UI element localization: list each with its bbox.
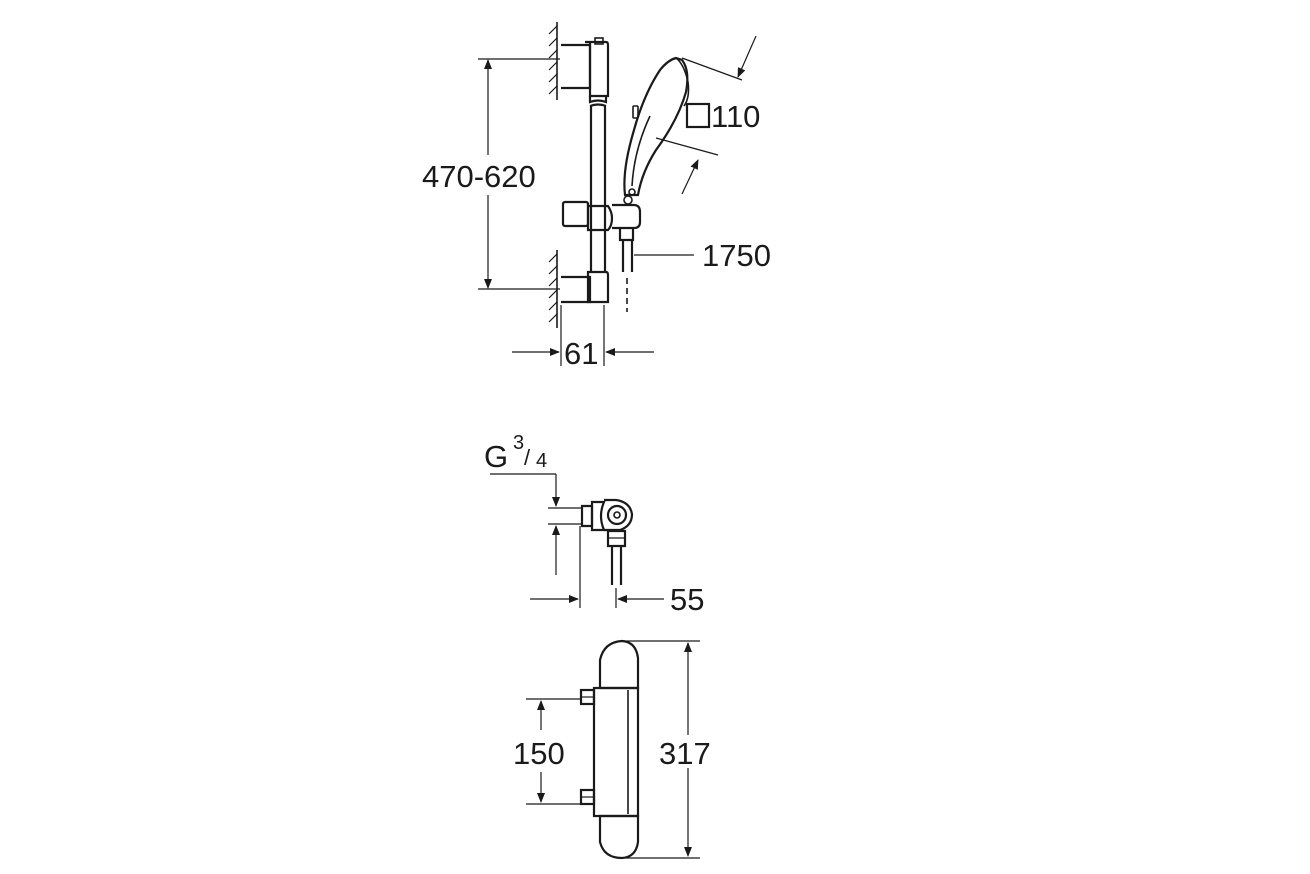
- hand-shower: [623, 56, 690, 197]
- slide-rail: [588, 96, 608, 272]
- thermostat-body: 150 317: [513, 639, 711, 860]
- hand-shower-size-label: 110: [711, 99, 760, 134]
- thread-prefix-label: G: [484, 439, 508, 474]
- slider-holder: [561, 195, 642, 242]
- hose-length-label: 1750: [702, 238, 771, 273]
- thread-fraction-slash: /: [524, 445, 531, 470]
- wall-offset-label: 61: [564, 336, 598, 371]
- inlet-spacing-label: 150: [513, 736, 565, 771]
- rail-height-label: 470-620: [422, 159, 536, 194]
- inlet-connection: G 3 / 4 55: [484, 432, 704, 617]
- body-length-label: 317: [659, 736, 711, 771]
- thread-denominator-label: 4: [536, 450, 547, 472]
- hand-shower-size-dimension: 110: [655, 35, 760, 195]
- lower-wall-bracket: [561, 270, 610, 304]
- rail-height-dimension: 470-620: [422, 58, 560, 290]
- hose: [621, 240, 634, 312]
- wall-hatch-upper: [548, 22, 558, 100]
- projection-label: 55: [670, 582, 704, 617]
- thread-numerator-label: 3: [513, 432, 524, 454]
- wall-offset-dimension: 61: [512, 305, 654, 371]
- shower-rail-assembly: 470-620 110 1750 61: [422, 22, 771, 371]
- upper-wall-bracket: [561, 37, 610, 98]
- hose-length-dimension: 1750: [634, 238, 771, 273]
